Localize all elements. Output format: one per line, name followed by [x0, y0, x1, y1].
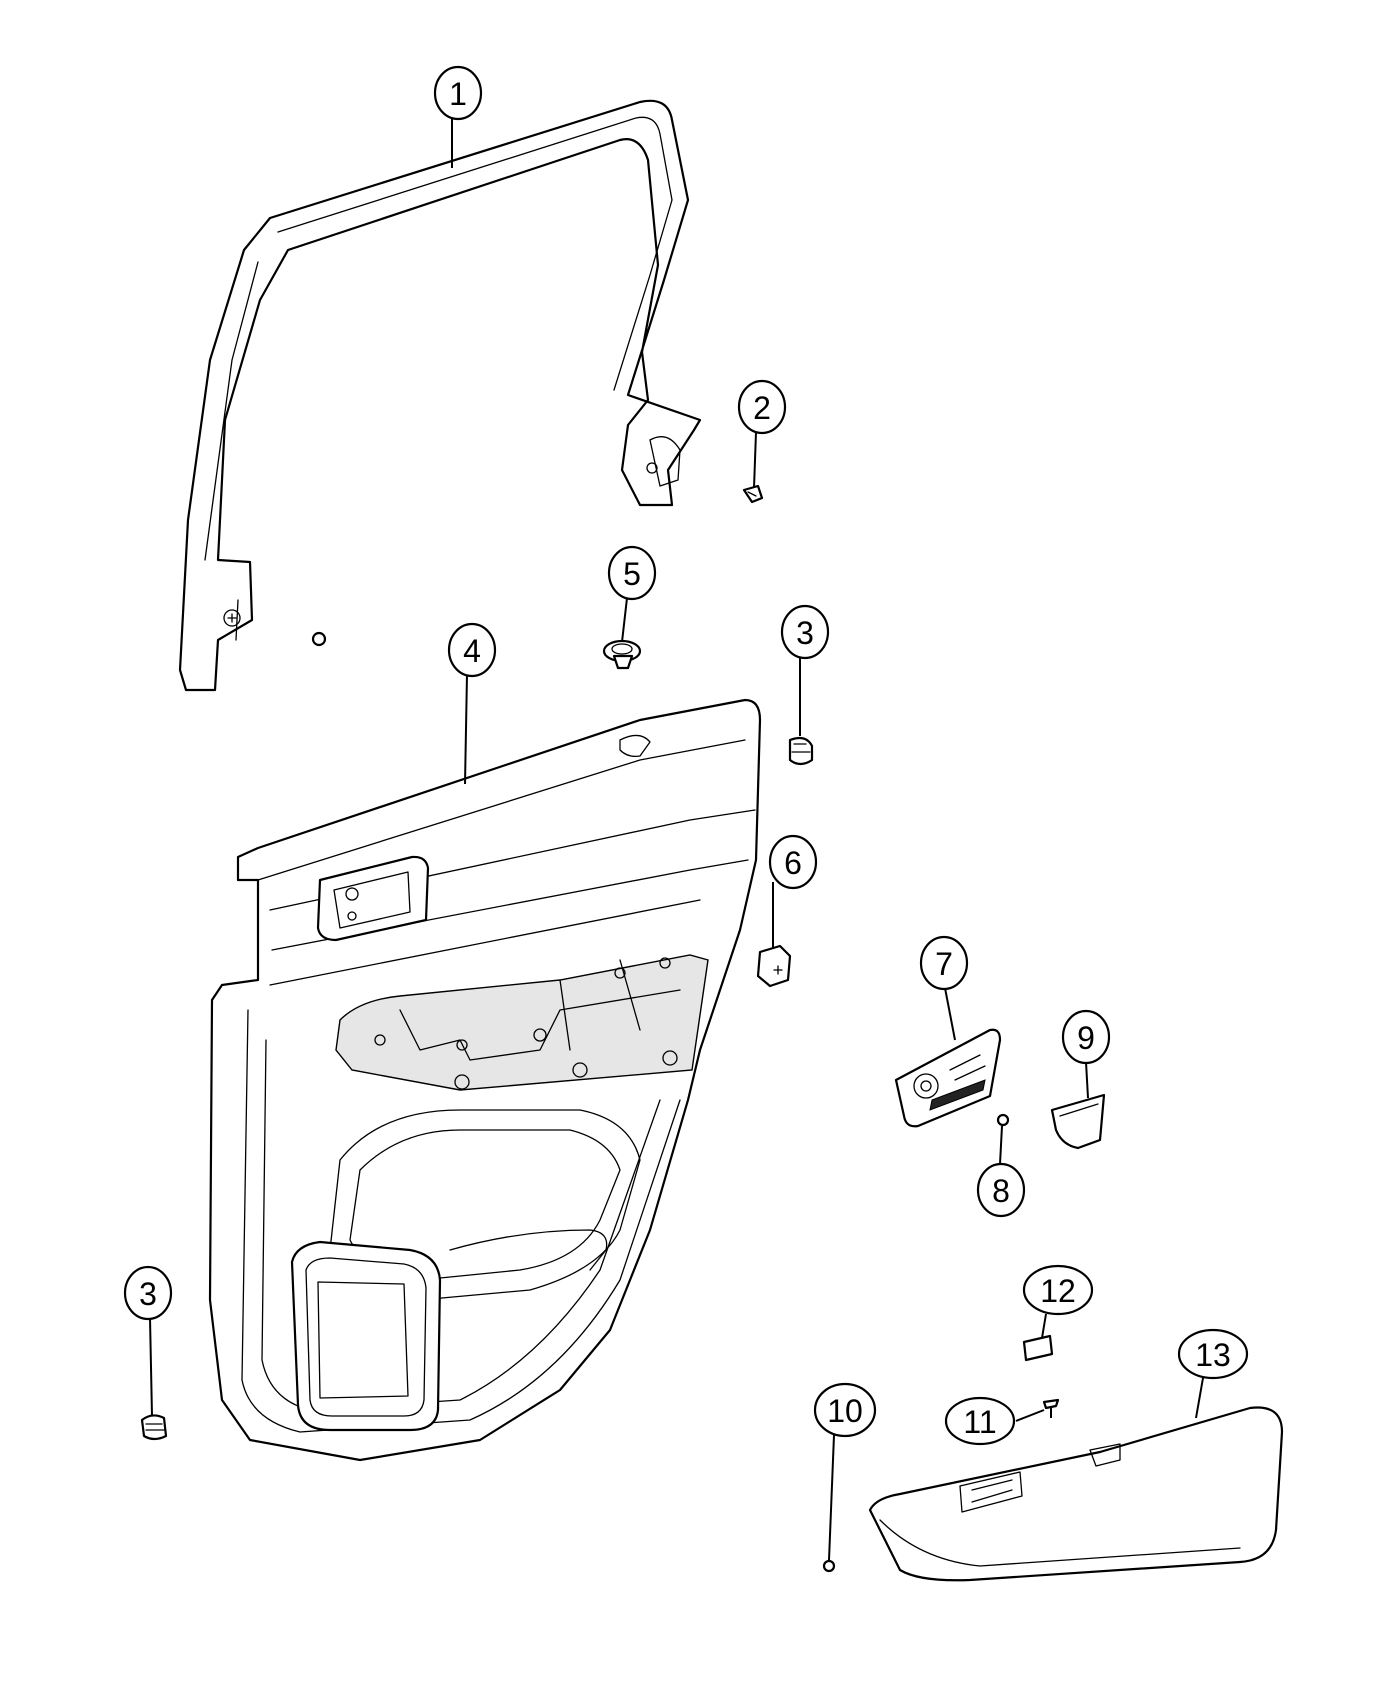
- part-push-fastener-lower: [140, 1414, 168, 1441]
- part-clip-5: [602, 639, 642, 670]
- leader-2: [753, 431, 757, 489]
- part-bezel-9: [1050, 1093, 1106, 1150]
- callout-13-label: 13: [1195, 1337, 1231, 1373]
- callout-1: 1: [433, 65, 483, 121]
- callout-11: 11: [944, 1396, 1016, 1446]
- leader-9: [1085, 1061, 1089, 1099]
- part-door-handle-7: [894, 1028, 1002, 1128]
- callout-7-label: 7: [935, 946, 953, 982]
- callout-10: 10: [813, 1382, 877, 1438]
- callout-4: 4: [447, 622, 497, 678]
- leader-lines: [149, 118, 1204, 1561]
- callout-2: 2: [737, 379, 787, 435]
- leader-3b: [149, 1317, 153, 1417]
- callout-2-label: 2: [753, 390, 771, 426]
- callout-1-label: 1: [449, 76, 467, 112]
- part-push-fastener-upper: [788, 736, 814, 766]
- part-frame-fastener: [311, 631, 327, 647]
- callout-12-label: 12: [1040, 1273, 1076, 1309]
- callout-9-label: 9: [1077, 1020, 1095, 1056]
- callout-6-label: 6: [784, 845, 802, 881]
- callout-8: 8: [976, 1162, 1026, 1218]
- part-window-frame-trim: [178, 99, 702, 692]
- leader-12: [1041, 1313, 1047, 1339]
- callout-10-label: 10: [827, 1393, 863, 1429]
- leader-5: [621, 597, 628, 643]
- part-screw-11: [1042, 1398, 1060, 1418]
- callout-3a-label: 3: [796, 615, 814, 651]
- callout-13: 13: [1177, 1328, 1249, 1380]
- callout-12: 12: [1022, 1264, 1094, 1316]
- leader-8: [999, 1125, 1003, 1165]
- callout-7: 7: [919, 935, 969, 991]
- callout-3b: 3: [123, 1265, 173, 1321]
- callout-3b-label: 3: [139, 1276, 157, 1312]
- leader-4: [464, 673, 468, 785]
- callout-5: 5: [607, 545, 657, 601]
- leader-11: [1015, 1409, 1045, 1422]
- leader-13: [1195, 1377, 1204, 1419]
- callout-3a: 3: [780, 604, 830, 660]
- part-screw-8: [996, 1113, 1010, 1127]
- callout-9: 9: [1061, 1009, 1111, 1065]
- callout-4-label: 4: [463, 633, 481, 669]
- callout-6: 6: [768, 834, 818, 890]
- part-block-6: [756, 944, 792, 988]
- part-cap-12: [1022, 1334, 1054, 1362]
- callout-11-label: 11: [963, 1404, 996, 1440]
- part-door-trim-panel: [208, 698, 762, 1462]
- leader-10: [828, 1434, 835, 1561]
- callout-5-label: 5: [623, 556, 641, 592]
- part-nut-10: [822, 1559, 836, 1573]
- leader-7: [944, 987, 956, 1041]
- part-armrest-13: [868, 1406, 1284, 1582]
- part-clip-2: [742, 484, 764, 504]
- callout-8-label: 8: [992, 1173, 1010, 1209]
